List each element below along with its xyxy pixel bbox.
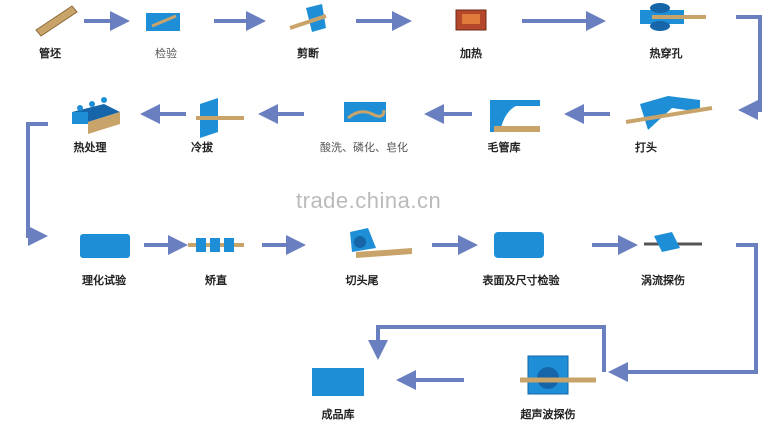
step-label-inspection: 检验 bbox=[155, 47, 177, 60]
flow-connector-arrow bbox=[736, 15, 762, 120]
pointing-machine-icon bbox=[625, 96, 713, 130]
straightener-icon bbox=[188, 238, 244, 252]
step-label-ultrasonic-testing: 超声波探伤 bbox=[520, 408, 576, 421]
flow-connector-arrow bbox=[26, 122, 48, 246]
step-label-crop-ends: 切头尾 bbox=[345, 274, 379, 287]
test-block-icon bbox=[80, 234, 130, 258]
warehouse-icon bbox=[312, 368, 364, 396]
step-label-hollow-storage: 毛管库 bbox=[487, 141, 521, 154]
shearing-icon bbox=[289, 4, 327, 32]
step-label-pointing: 打头 bbox=[635, 141, 657, 154]
step-label-pickling: 酸洗、磷化、皂化 bbox=[320, 141, 408, 154]
step-label-surface-dimension-inspection: 表面及尺寸检验 bbox=[482, 274, 560, 287]
inspection-block-icon bbox=[494, 232, 544, 258]
pickling-tank-icon bbox=[344, 102, 386, 122]
step-label-straightening: 矫直 bbox=[205, 274, 227, 287]
piercing-mill-icon bbox=[640, 3, 706, 31]
eddy-current-icon bbox=[644, 232, 702, 252]
billet-icon bbox=[35, 5, 78, 37]
storage-rack-icon bbox=[490, 100, 540, 132]
ultrasonic-icon bbox=[520, 355, 596, 395]
cutting-machine-icon bbox=[350, 228, 412, 258]
flow-connector-arrow bbox=[368, 325, 606, 372]
step-label-heating: 加热 bbox=[460, 47, 482, 60]
inspection-icon bbox=[146, 13, 180, 31]
step-label-finished-goods-storage: 成品库 bbox=[321, 408, 355, 421]
step-label-tube-billet: 管坯 bbox=[39, 47, 61, 60]
step-label-cold-drawing: 冷拔 bbox=[191, 141, 213, 154]
step-label-heat-treatment: 热处理 bbox=[73, 141, 107, 154]
step-label-hot-piercing: 热穿孔 bbox=[649, 47, 683, 60]
step-label-physical-chemical-test: 理化试验 bbox=[82, 274, 126, 287]
step-label-shearing: 剪断 bbox=[297, 47, 319, 60]
drawing-die-icon bbox=[196, 98, 244, 138]
step-label-eddy-current-testing: 涡流探伤 bbox=[641, 274, 685, 287]
watermark-text: trade.china.cn bbox=[296, 188, 442, 213]
furnace-icon bbox=[455, 9, 487, 31]
flow-connector-arrow bbox=[608, 243, 758, 382]
heat-treatment-furnace-icon bbox=[72, 97, 120, 134]
